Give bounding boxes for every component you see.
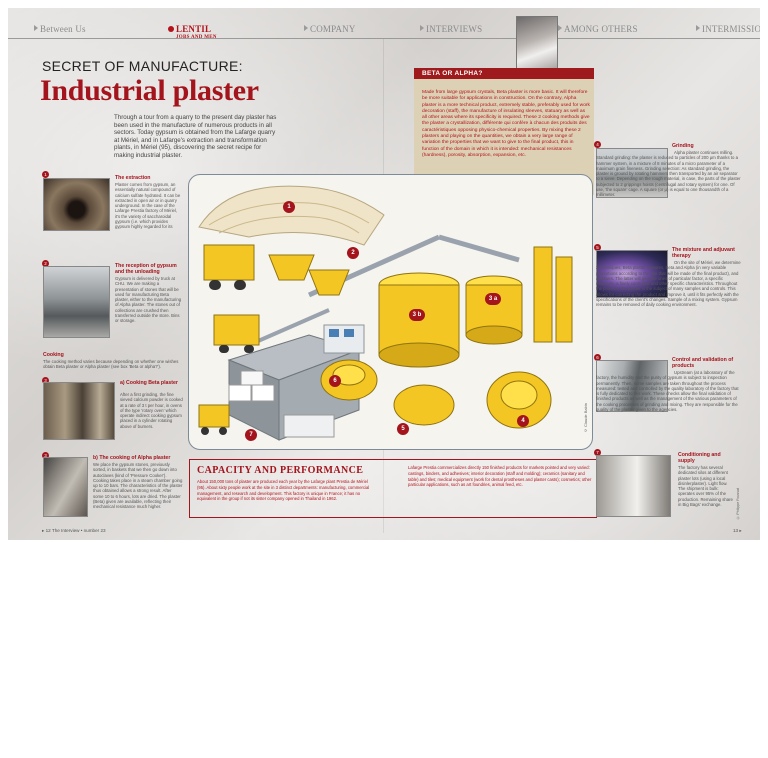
- section-text: After a first grinding, the fine sieved …: [120, 392, 183, 429]
- section-title: The reception of gypsum and the unloadin…: [115, 263, 177, 275]
- section-text: The factory has several dedicated silos …: [678, 465, 733, 508]
- section-title: Conditioning and supply: [678, 452, 721, 464]
- triangle-icon: [420, 25, 424, 31]
- section-text: Upstream (at a laboratory of the factory…: [596, 370, 739, 413]
- section-text: We place the gypsum stones, previously s…: [93, 462, 183, 510]
- triangle-icon: [696, 25, 700, 31]
- grinding-machine-photo: [596, 148, 668, 198]
- beta-box-title: BETA OR ALPHA?: [414, 68, 594, 79]
- magazine-spread: Between Us LENTIL COMPANY INTERVIEWS AMO…: [8, 8, 760, 540]
- nav-sub-label: JOBS AND MEN: [176, 35, 217, 40]
- diagram-label-3a: 3 a: [485, 293, 501, 305]
- section-title: Grinding: [672, 143, 694, 149]
- section-text: Gypsum is delivered by truck at CHU. We …: [115, 276, 182, 324]
- footer-left: ▸ 12 The Interview • number 23: [42, 528, 106, 533]
- section-nav: Between Us LENTIL COMPANY INTERVIEWS AMO…: [8, 22, 760, 44]
- capacity-title: CAPACITY AND PERFORMANCE: [197, 465, 364, 476]
- quarry-tunnel-photo: [43, 178, 110, 231]
- section-number-badge: 5: [594, 244, 601, 251]
- section-number-badge: 6: [594, 354, 601, 361]
- nav-company[interactable]: COMPANY: [304, 24, 356, 34]
- active-dot-icon: [168, 26, 174, 32]
- article-title: Industrial plaster: [40, 74, 259, 107]
- article-kicker: SECRET OF MANUFACTURE:: [42, 58, 243, 74]
- triangle-icon: [304, 25, 308, 31]
- section-title: Control and validation of products: [672, 357, 734, 369]
- truck-unloading-photo: [43, 266, 110, 338]
- nav-lentil[interactable]: LENTIL: [168, 24, 211, 34]
- diagram-label-5: 5: [397, 423, 409, 435]
- section-number-badge: 2: [42, 260, 49, 267]
- beta-box-text: Made from large gypsum crystals, Beta pl…: [422, 90, 590, 158]
- section-text: The cooking method varies because depend…: [43, 359, 179, 370]
- laboratory-photo: [596, 360, 668, 412]
- diagram-label-4: 4: [517, 415, 529, 427]
- article-intro: Through a tour from a quarry to the pres…: [114, 114, 277, 159]
- nav-between-us[interactable]: Between Us: [34, 24, 86, 34]
- section-text: On the site of Mériel, we determine 2 te…: [596, 260, 741, 308]
- section-title: The extraction: [115, 175, 151, 181]
- nav-intermission[interactable]: INTERMISSION: [696, 24, 760, 34]
- beta-or-alpha-box: BETA OR ALPHA? Made from large gypsum cr…: [414, 68, 594, 195]
- section-title: The mixture and adjuvant therapy: [672, 247, 735, 259]
- diagram-label-1: 1: [283, 201, 295, 213]
- section-number-badge: 4: [594, 141, 601, 148]
- diagram-credit: © Claude Babin: [583, 402, 588, 433]
- nav-among-others[interactable]: AMONG OTHERS: [558, 24, 638, 34]
- section-text: Alpha plaster continues milling. Standar…: [596, 150, 741, 198]
- rotary-oven-photo: [43, 382, 115, 440]
- nav-interviews[interactable]: INTERVIEWS: [420, 24, 482, 34]
- section-title: b) The cooking of Alpha plaster: [93, 455, 171, 461]
- diagram-label-2: 2: [347, 247, 359, 259]
- triangle-icon: [34, 25, 38, 31]
- section-title: Cooking: [43, 352, 64, 358]
- nav-rule: [8, 38, 760, 39]
- section-number-badge: 3: [42, 452, 49, 459]
- silo-photo: [596, 455, 671, 517]
- mixer-tube-photo: [596, 250, 668, 298]
- capacity-left-text: About 150,000 tons of plaster are produc…: [197, 479, 370, 502]
- factory-illustration: [198, 185, 573, 441]
- plaster-hand-photo: [516, 16, 558, 78]
- footer-right: 13 ▸: [733, 528, 742, 533]
- factory-diagram: 1 2 3 a 3 b 4 5 6 7 © Claude Babin: [188, 174, 593, 450]
- autoclave-photo: [43, 457, 88, 517]
- diagram-label-3b: 3 b: [409, 309, 425, 321]
- triangle-icon: [558, 25, 562, 31]
- diagram-label-6: 6: [329, 375, 341, 387]
- photo-credit: © Philippe Foussat: [736, 488, 740, 520]
- section-title: a) Cooking Beta plaster: [120, 380, 178, 386]
- diagram-label-7: 7: [245, 429, 257, 441]
- section-text: Plaster comes from gypsum, an essentiall…: [115, 182, 181, 230]
- section-number-badge: 3: [42, 377, 49, 384]
- section-number-badge: 1: [42, 171, 49, 178]
- capacity-right-text: Lafarge Prestia commercializes directly …: [408, 465, 592, 488]
- capacity-box: CAPACITY AND PERFORMANCE About 150,000 t…: [189, 459, 597, 518]
- section-number-badge: 7: [594, 449, 601, 456]
